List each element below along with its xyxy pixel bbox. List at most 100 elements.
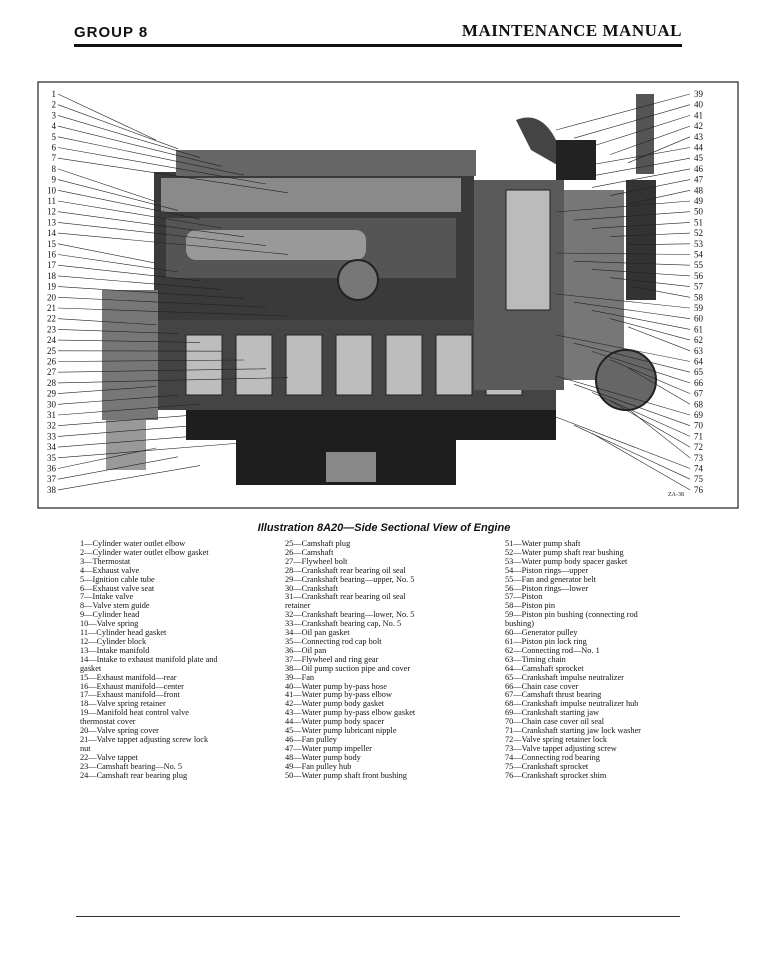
callout-number: 2 xyxy=(52,100,57,110)
leader-line xyxy=(609,232,691,237)
legend-entry: 19—Manifold heat control valve xyxy=(80,708,189,718)
legend-entry: 23—Camshaft bearing—No. 5 xyxy=(80,761,183,771)
callout-number: 38 xyxy=(47,485,57,495)
callout-number: 69 xyxy=(694,410,704,420)
legend-entry: 52—Water pump shaft rear bushing xyxy=(505,547,624,557)
callout-number: 16 xyxy=(47,250,57,260)
callout-number: 42 xyxy=(694,121,703,131)
leader-line xyxy=(57,136,245,176)
legend-entry: 26—Camshaft xyxy=(285,547,334,557)
legend-entry: 30—Crankshaft xyxy=(285,583,338,593)
legend-entry: 61—Piston pin lock ring xyxy=(505,636,587,646)
leader-line xyxy=(57,104,179,150)
callout-number: 54 xyxy=(694,250,704,260)
legend-entry: 65—Crankshaft impulse neutralizer xyxy=(505,672,624,682)
leader-line xyxy=(627,285,691,298)
callout-number: 40 xyxy=(694,100,704,110)
legend-entry: 67—Camshaft thrust bearing xyxy=(505,690,602,700)
callout-number: 66 xyxy=(694,378,704,388)
legend-entry: 33—Crankshaft bearing cap, No. 5 xyxy=(285,619,402,629)
leader-line xyxy=(57,438,289,459)
callout-number: 36 xyxy=(47,464,57,474)
legend-entry: nut xyxy=(80,743,91,753)
figure-stamp: ZA-38 xyxy=(668,492,684,498)
leader-line xyxy=(57,359,245,362)
callout-number: 75 xyxy=(694,474,704,484)
legend-entry: 72—Valve spring retainer lock xyxy=(505,734,608,744)
legend-entry: 69—Crankshaft starting jaw xyxy=(505,708,600,718)
leader-line xyxy=(57,394,179,405)
leader-line xyxy=(609,359,691,394)
callout-number: 33 xyxy=(47,431,57,441)
callout-number: 3 xyxy=(52,110,57,120)
legend-entry: 37—Flywheel and ring gear xyxy=(285,654,379,664)
leader-line xyxy=(57,412,223,426)
callout-number: 31 xyxy=(47,410,56,420)
callout-number: 4 xyxy=(52,121,57,131)
legend-entry: 32—Crankshaft bearing—lower, No. 5 xyxy=(285,610,415,620)
leader-line xyxy=(573,104,691,139)
leader-line xyxy=(591,392,691,437)
legend-entry: 17—Exhaust manifold—front xyxy=(80,690,180,700)
leader-line xyxy=(555,147,691,172)
legend-entry: 8—Valve stem guide xyxy=(80,601,150,611)
legend-entry: 7—Intake valve xyxy=(80,592,134,602)
callout-number: 12 xyxy=(47,207,56,217)
leader-line xyxy=(609,400,691,448)
callout-number: 61 xyxy=(694,324,703,334)
leader-line xyxy=(57,157,289,194)
legend-entry: 13—Intake manifold xyxy=(80,645,150,655)
leader-line xyxy=(57,264,201,282)
callout-number: 32 xyxy=(47,421,56,431)
callout-number: 47 xyxy=(694,175,704,185)
legend-entry: gasket xyxy=(80,663,102,673)
callout-number: 73 xyxy=(694,453,704,463)
legend-entry: 66—Chain case cover xyxy=(505,681,579,691)
callout-number: 71 xyxy=(694,431,703,441)
callout-number: 29 xyxy=(47,389,57,399)
callout-number: 23 xyxy=(47,324,57,334)
legend-entry: 27—Flywheel bolt xyxy=(285,556,348,566)
legend-entry: 5—Ignition cable tube xyxy=(80,574,155,584)
leader-line xyxy=(555,416,691,469)
legend-entry: 40—Water pump by-pass hose xyxy=(285,681,387,691)
callout-number: 63 xyxy=(694,346,704,356)
callout-number: 37 xyxy=(47,474,57,484)
legend-entry: 49—Fan pulley hub xyxy=(285,761,352,771)
callout-number: 17 xyxy=(47,260,57,270)
leader-line xyxy=(57,329,179,334)
legend-entry: 51—Water pump shaft xyxy=(505,539,581,548)
callout-number: 56 xyxy=(694,271,704,281)
callout-number: 10 xyxy=(47,185,57,195)
legend-entry: retainer xyxy=(285,601,311,611)
legend-entry: 28—Crankshaft rear bearing oil seal xyxy=(285,565,406,575)
legend-entry: 10—Valve spring xyxy=(80,619,139,629)
leader-line xyxy=(57,115,201,158)
legend-entry: 44—Water pump body spacer xyxy=(285,717,385,727)
leader-line xyxy=(573,211,691,221)
leader-line xyxy=(573,383,691,426)
leader-line xyxy=(591,168,691,188)
figure-caption: Illustration 8A20—Side Sectional View of… xyxy=(257,522,511,534)
callout-number: 67 xyxy=(694,389,704,399)
callout-number: 6 xyxy=(52,143,57,153)
leader-line xyxy=(57,456,179,480)
callout-number: 15 xyxy=(47,239,57,249)
callout-number: 52 xyxy=(694,228,703,238)
leader-line xyxy=(57,430,267,448)
leader-line xyxy=(57,232,289,255)
leader-line xyxy=(57,254,179,273)
legend-entry: 6—Exhaust valve seat xyxy=(80,583,155,593)
legend-entry: 57—Piston xyxy=(505,592,543,602)
leader-line xyxy=(57,368,267,373)
callout-number: 19 xyxy=(47,282,57,292)
callout-number: 44 xyxy=(694,143,704,153)
leader-line xyxy=(555,93,691,131)
callout-number: 8 xyxy=(52,164,57,174)
legend-entry: 73—Valve tappet adjusting screw xyxy=(505,743,617,753)
legend-entry: 75—Crankshaft sprocket xyxy=(505,761,589,771)
callout-number: 9 xyxy=(52,175,57,185)
leader-line xyxy=(555,375,691,416)
callout-number: 49 xyxy=(694,196,704,206)
legend-entry: 22—Valve tappet xyxy=(80,752,138,762)
